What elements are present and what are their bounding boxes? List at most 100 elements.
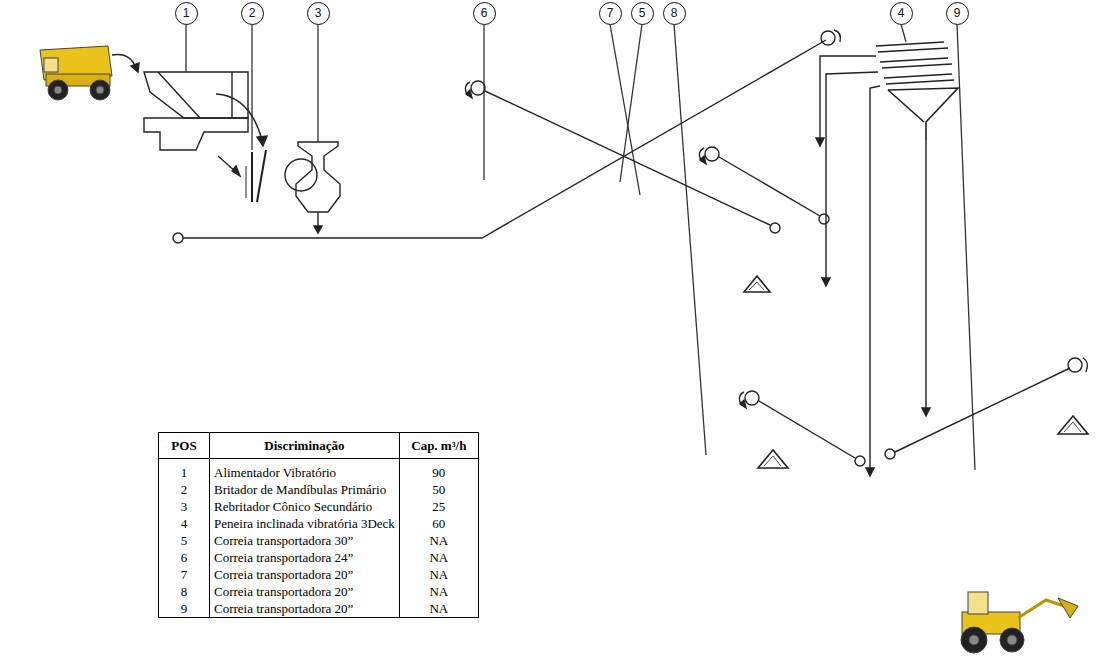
table-cell: NA [399, 600, 478, 618]
table-cell: 1 [159, 464, 210, 481]
table-cell: 9 [159, 600, 210, 618]
table-text: 60 [432, 516, 445, 531]
table-text: NA [429, 601, 448, 616]
table-row: 9 Correia transportadora 20” NA [159, 600, 479, 618]
table-cell: 5 [159, 532, 210, 549]
callout-circle: 5 [631, 2, 654, 25]
table-text: NA [429, 533, 448, 548]
table-cell: 60 [399, 515, 478, 532]
table-row: 4 Peneira inclinada vibratória 3Deck 60 [159, 515, 479, 532]
callout-number: 8 [671, 6, 678, 20]
table-cell: Correia transportadora 30” [210, 532, 400, 549]
callout-circle: 7 [599, 2, 622, 25]
table-text: 1 [181, 465, 188, 480]
table-text: Britador de Mandíbulas Primário [214, 482, 386, 497]
table-header: Discriminação [264, 438, 344, 453]
table-text: 9 [181, 601, 188, 616]
table-cell: 3 [159, 498, 210, 515]
table-cell: Correia transportadora 20” [210, 600, 400, 618]
callout-number: 1 [183, 6, 190, 20]
table-cell: Alimentador Vibratório [210, 464, 400, 481]
table-text: 8 [181, 584, 188, 599]
table-cell: Rebritador Cônico Secundário [210, 498, 400, 515]
table-cell: Peneira inclinada vibratória 3Deck [210, 515, 400, 532]
table-text: Correia transportadora 20” [214, 584, 353, 599]
callout-circle: 8 [663, 2, 686, 25]
dump-truck [40, 46, 112, 100]
table-row: 1 Alimentador Vibratório 90 [159, 464, 479, 481]
table-text: 90 [432, 465, 445, 480]
table-header: Cap. m³/h [411, 438, 466, 453]
callout-circle: 6 [473, 2, 496, 25]
callout-circle: 2 [241, 2, 264, 25]
table-text: Alimentador Vibratório [214, 465, 336, 480]
table-text: Correia transportadora 20” [214, 567, 353, 582]
table-text: 50 [432, 482, 445, 497]
callout-number: 6 [481, 6, 488, 20]
table-cell: NA [399, 549, 478, 566]
table-cell: 7 [159, 566, 210, 583]
table-cell: 4 [159, 515, 210, 532]
table-row: 2 Britador de Mandíbulas Primário 50 [159, 481, 479, 498]
vibrating-feeder [144, 72, 248, 150]
table-cell: Correia transportadora 24” [210, 549, 400, 566]
table-header-cell: POS [159, 433, 210, 459]
table-text: 25 [432, 499, 445, 514]
table-row: 6 Correia transportadora 24” NA [159, 549, 479, 566]
screen-discharges [816, 56, 930, 476]
callout-circle: 3 [307, 2, 330, 25]
table-cell: 2 [159, 481, 210, 498]
table-cell: 90 [399, 464, 478, 481]
callout-circle: 1 [175, 2, 198, 25]
table-text: Correia transportadora 24” [214, 550, 353, 565]
vibrating-screen [876, 42, 958, 140]
conveyor-belt [465, 81, 780, 233]
table-text: Correia transportadora 30” [214, 533, 353, 548]
table-row: POS Discriminação Cap. m³/h [159, 433, 479, 459]
table-text: 7 [181, 567, 188, 582]
jaw-crusher [246, 150, 317, 202]
table-text: 2 [181, 482, 188, 497]
table-text: Peneira inclinada vibratória 3Deck [214, 516, 395, 531]
conveyor-belt [885, 358, 1087, 459]
equipment-table: POS Discriminação Cap. m³/h 1 Alimentador Vi… [158, 432, 479, 618]
table-row: 5 Correia transportadora 30” NA [159, 532, 479, 549]
leader-lines [186, 24, 975, 470]
table-header: POS [171, 438, 196, 453]
table-cell: 50 [399, 481, 478, 498]
table-header-cell: Discriminação [210, 433, 400, 459]
conveyor-belt [699, 147, 829, 224]
callout-number: 2 [249, 6, 256, 20]
callout-number: 9 [954, 6, 961, 20]
table-cell: NA [399, 532, 478, 549]
callout-circle: 4 [890, 2, 913, 25]
callout-circle: 9 [946, 2, 969, 25]
wheel-loader [961, 592, 1078, 653]
conveyor-belt [173, 30, 840, 243]
table-text: 6 [181, 550, 188, 565]
table-row: 3 Rebritador Cônico Secundário 25 [159, 498, 479, 515]
table-cell: NA [399, 583, 478, 600]
table-cell: Correia transportadora 20” [210, 583, 400, 600]
table-text: NA [429, 567, 448, 582]
callout-number: 4 [898, 6, 905, 20]
table-cell: 6 [159, 549, 210, 566]
callout-number: 5 [639, 6, 646, 20]
cone-crusher [296, 142, 340, 233]
table-cell: NA [399, 566, 478, 583]
conveyor-belt [739, 391, 865, 466]
stockpile [744, 276, 1088, 468]
table-text: 3 [181, 499, 188, 514]
table-row: 7 Correia transportadora 20” NA [159, 566, 479, 583]
flow-arrow [216, 94, 262, 140]
table-cell: Correia transportadora 20” [210, 566, 400, 583]
callout-number: 7 [607, 6, 614, 20]
table-row: 8 Correia transportadora 20” NA [159, 583, 479, 600]
table-cell: 25 [399, 498, 478, 515]
table-text: Correia transportadora 20” [214, 601, 353, 616]
table-text: NA [429, 550, 448, 565]
table-text: NA [429, 584, 448, 599]
table-cell: 8 [159, 583, 210, 600]
table-header-cell: Cap. m³/h [399, 433, 478, 459]
table-text: 4 [181, 516, 188, 531]
